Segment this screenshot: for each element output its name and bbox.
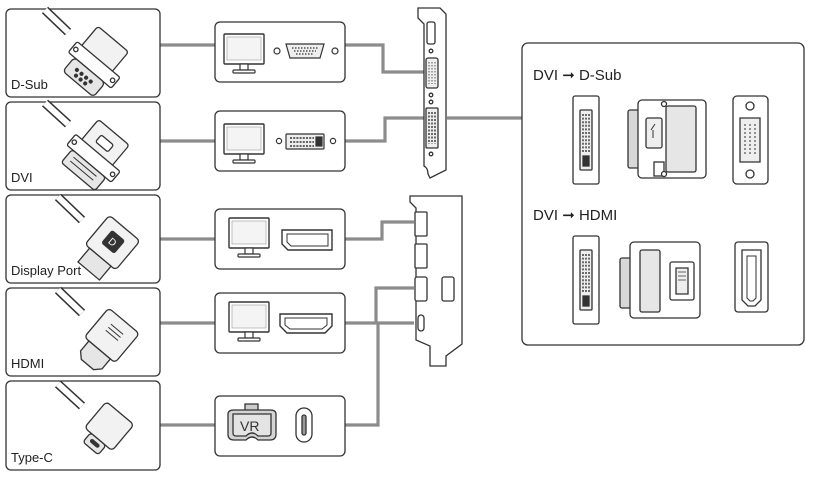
hdmi-slot-icon <box>414 276 428 302</box>
hdmi-port-icon <box>279 313 333 334</box>
device-box-vr: VR <box>214 395 346 457</box>
adapter-heading-dvi-dsub: DVI ➞ D-Sub <box>533 67 621 84</box>
dvi-to-hdmi-adapter-icon <box>619 241 701 319</box>
typec-slot-icon <box>417 314 425 332</box>
vga-port-icon <box>273 43 339 59</box>
dvi-cable-icon <box>41 99 129 191</box>
graphics-card-bracket-bottom <box>409 195 463 367</box>
displayport-slot-icon-2 <box>414 243 428 269</box>
adapter-from-label: DVI <box>533 207 558 224</box>
connector-box-dvi: DVI <box>5 99 161 191</box>
displayport-slot-icon <box>414 211 428 237</box>
line-dvi-card <box>345 116 425 143</box>
arrow-icon: ➞ <box>562 207 575 224</box>
typec-port-icon <box>295 407 313 443</box>
svg-text:DVI ➞ D-Sub: DVI ➞ D-Sub <box>533 67 621 84</box>
connector-label-displayport: Display Port <box>11 263 81 278</box>
line-hdmi-card <box>345 286 414 325</box>
device-box-monitor-dsub <box>214 21 346 83</box>
connector-box-displayport: D Display Port <box>5 193 161 284</box>
dsub-cable-icon <box>41 6 128 96</box>
connector-box-dsub: D-Sub <box>5 6 161 98</box>
line-typec-card <box>345 321 414 427</box>
dvi-port-vertical-icon-2 <box>572 235 600 325</box>
hdmi-cable-icon <box>54 286 139 371</box>
dvi-to-dsub-adapter-icon <box>627 99 707 179</box>
connector-label-typec: Type-C <box>11 450 53 465</box>
connector-box-typec: Type-C <box>5 380 161 471</box>
connector-column: D-Sub DVI <box>5 6 161 471</box>
vr-headset-icon: VR <box>227 403 277 441</box>
hdmi-slot-icon-2 <box>441 276 455 302</box>
adapter-to-label: D-Sub <box>579 67 622 84</box>
connector-label-hdmi: HDMI <box>11 356 44 371</box>
adapter-heading-dvi-hdmi: DVI ➞ HDMI <box>533 207 617 224</box>
dsub-port-vertical-icon <box>732 95 769 185</box>
vr-label: VR <box>240 418 259 434</box>
device-column: VR <box>214 21 346 457</box>
graphics-card-bracket-top <box>417 7 447 179</box>
line-dp-card <box>345 220 414 241</box>
hdmi-slot-icon <box>426 21 436 45</box>
adapters-panel: DVI ➞ D-Sub <box>521 42 805 346</box>
connector-box-hdmi: HDMI <box>5 286 161 377</box>
line-dsub-card <box>345 43 425 74</box>
adapter-from-label: DVI <box>533 67 558 84</box>
dvi-port-vertical-icon <box>572 95 600 185</box>
arrow-icon: ➞ <box>562 67 575 84</box>
typec-cable-icon <box>54 380 133 455</box>
connector-label-dvi: DVI <box>11 170 33 185</box>
adapter-to-label: HDMI <box>579 207 617 224</box>
displayport-port-icon <box>281 229 333 251</box>
hdmi-port-vertical-icon <box>734 241 769 313</box>
svg-text:DVI ➞ HDMI: DVI ➞ HDMI <box>533 207 617 224</box>
device-box-monitor-displayport <box>214 208 346 270</box>
connector-label-dsub: D-Sub <box>11 77 48 92</box>
displayport-cable-icon: D <box>54 193 140 281</box>
device-box-monitor-hdmi <box>214 292 346 354</box>
device-box-monitor-dvi <box>214 110 346 172</box>
dvi-port-icon <box>275 133 337 150</box>
connection-lines <box>160 43 522 427</box>
